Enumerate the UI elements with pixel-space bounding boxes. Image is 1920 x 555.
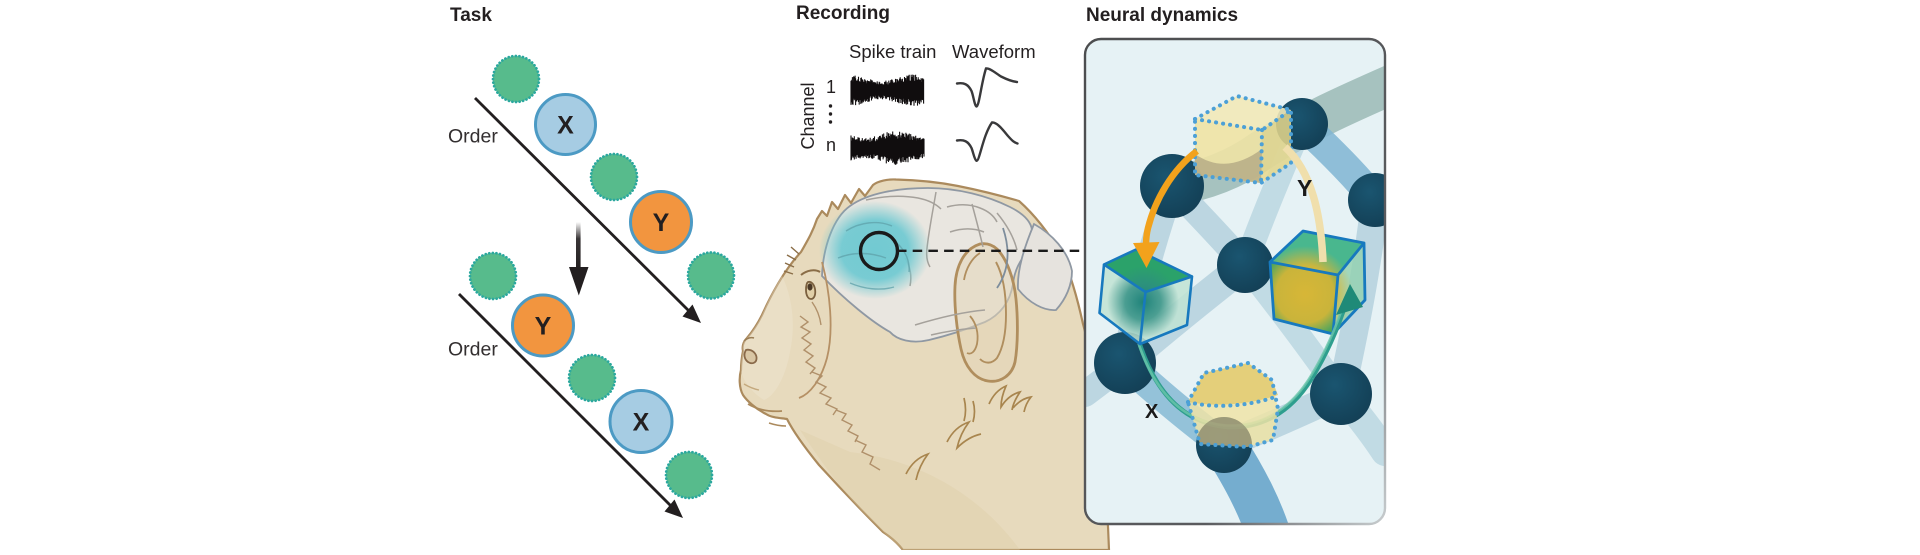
svg-text:Y: Y xyxy=(535,313,552,341)
svg-text:Channel: Channel xyxy=(798,82,818,149)
svg-text:Y: Y xyxy=(1297,175,1312,201)
svg-text:X: X xyxy=(633,409,650,437)
svg-text:Spike train: Spike train xyxy=(849,41,936,62)
svg-text:X: X xyxy=(1145,401,1159,423)
svg-text:X: X xyxy=(557,112,574,140)
svg-text:Y: Y xyxy=(653,209,670,237)
svg-text:Task: Task xyxy=(450,5,492,26)
svg-text:Recording: Recording xyxy=(796,3,890,24)
svg-text:Order: Order xyxy=(448,126,498,148)
svg-text:Order: Order xyxy=(448,339,498,361)
svg-text:Neural dynamics: Neural dynamics xyxy=(1086,5,1238,26)
svg-text:Waveform: Waveform xyxy=(952,41,1036,62)
svg-text:n: n xyxy=(826,135,836,155)
svg-text:1: 1 xyxy=(826,77,836,97)
